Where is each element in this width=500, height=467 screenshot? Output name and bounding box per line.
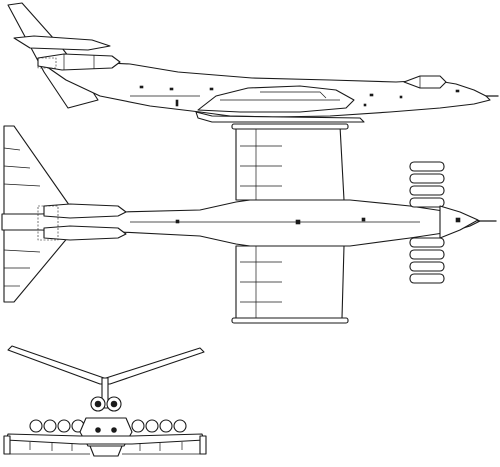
top-engine-upper [43, 203, 127, 219]
front-fin-post [101, 377, 109, 409]
top-wing-tip-upper [231, 123, 349, 130]
front-nose-engines [29, 419, 187, 433]
side-wing-float [197, 85, 355, 113]
front-tip-left [3, 435, 11, 455]
top-wing-upper [235, 125, 345, 201]
side-engine-rear [37, 53, 121, 71]
top-nose-engines-lower [409, 237, 445, 284]
top-engine-lower [43, 225, 127, 241]
top-wing-tip-lower [231, 317, 349, 324]
top-view [1, 123, 497, 324]
front-flap-hinges [29, 442, 183, 451]
side-stabilizer [13, 35, 111, 51]
top-fuselage [1, 199, 481, 247]
top-tail-ribs [3, 147, 41, 287]
front-tail-left [7, 345, 107, 385]
front-tail-right [103, 347, 205, 385]
top-wing-lower [235, 245, 345, 321]
side-view [7, 2, 499, 123]
front-view [3, 345, 207, 457]
front-tip-right [199, 435, 207, 455]
front-hull-bottom [89, 445, 123, 457]
top-details [175, 217, 461, 225]
front-wing [5, 433, 205, 445]
top-nose-engines-upper [409, 161, 445, 208]
top-flaps [240, 145, 282, 303]
side-details [139, 85, 460, 107]
side-hull-plate [195, 111, 365, 123]
